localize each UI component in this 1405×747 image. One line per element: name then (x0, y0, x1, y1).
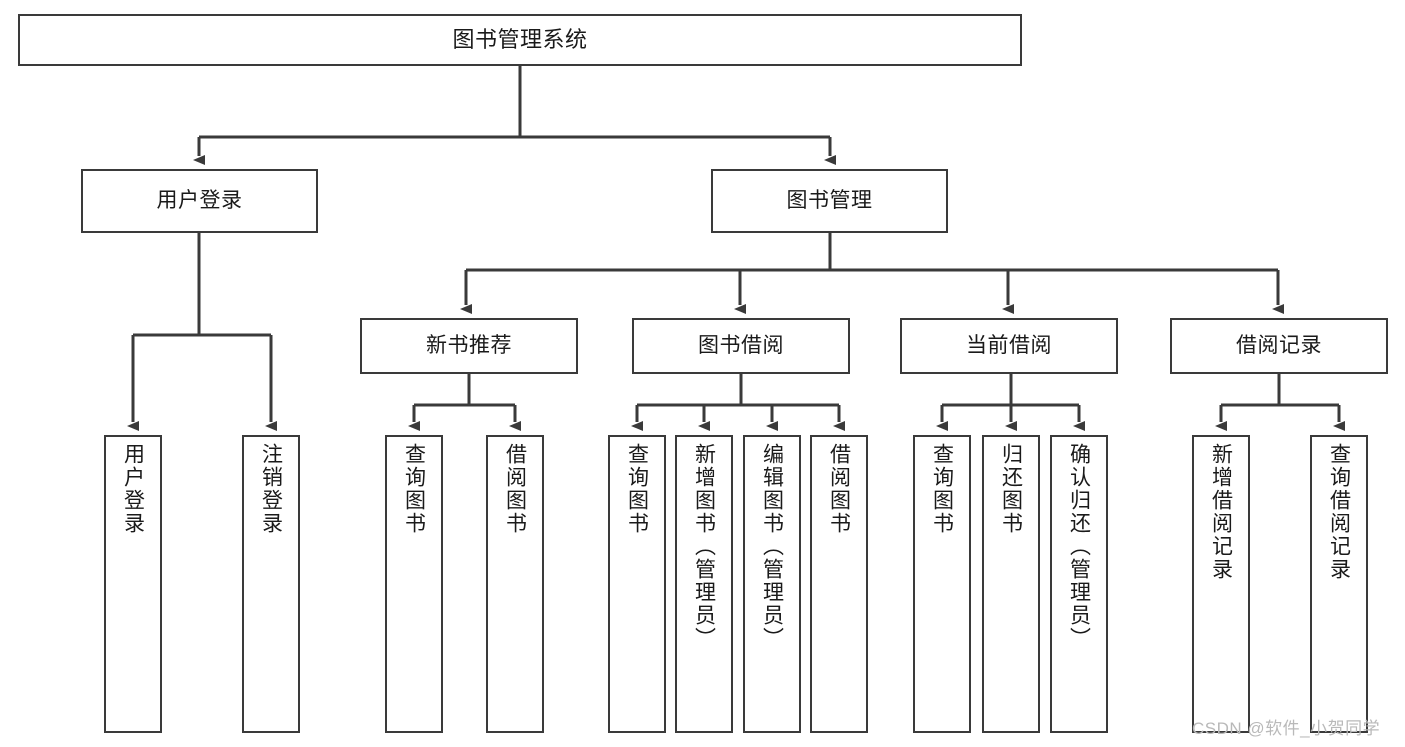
node-leaf-query-book-2[interactable]: 查询图书 (608, 435, 666, 733)
node-user-login-label: 用户登录 (156, 188, 243, 212)
node-book-borrow-label: 图书借阅 (698, 333, 784, 357)
node-current-borrow-label: 当前借阅 (966, 333, 1052, 357)
node-leaf-confirm-return-label: 确认归还（管理员） (1067, 443, 1091, 650)
node-leaf-query-book-2-label: 查询图书 (625, 443, 649, 535)
node-leaf-query-record-label: 查询借阅记录 (1327, 443, 1351, 581)
node-book-manage-label: 图书管理 (786, 188, 873, 212)
node-leaf-borrow-book-1-label: 借阅图书 (503, 443, 527, 535)
node-user-login[interactable]: 用户登录 (81, 169, 318, 233)
node-leaf-borrow-book-1[interactable]: 借阅图书 (486, 435, 544, 733)
node-leaf-user-login[interactable]: 用户登录 (104, 435, 162, 733)
node-leaf-query-book-3[interactable]: 查询图书 (913, 435, 971, 733)
node-leaf-query-book-3-label: 查询图书 (930, 443, 954, 535)
node-leaf-edit-book-label: 编辑图书（管理员） (760, 443, 784, 650)
node-book-manage[interactable]: 图书管理 (711, 169, 948, 233)
node-leaf-add-record[interactable]: 新增借阅记录 (1192, 435, 1250, 733)
node-new-book-recommend-label: 新书推荐 (426, 333, 512, 357)
node-leaf-user-logout[interactable]: 注销登录 (242, 435, 300, 733)
node-leaf-borrow-book-2[interactable]: 借阅图书 (810, 435, 868, 733)
node-leaf-return-book-label: 归还图书 (999, 443, 1023, 535)
node-borrow-record[interactable]: 借阅记录 (1170, 318, 1388, 374)
node-leaf-query-record[interactable]: 查询借阅记录 (1310, 435, 1368, 733)
node-leaf-user-login-label: 用户登录 (121, 443, 145, 535)
node-leaf-add-book[interactable]: 新增图书（管理员） (675, 435, 733, 733)
node-leaf-user-logout-label: 注销登录 (259, 443, 283, 535)
node-leaf-confirm-return[interactable]: 确认归还（管理员） (1050, 435, 1108, 733)
node-leaf-query-book-1-label: 查询图书 (402, 443, 426, 535)
node-leaf-add-record-label: 新增借阅记录 (1209, 443, 1233, 581)
node-root[interactable]: 图书管理系统 (18, 14, 1022, 66)
node-leaf-edit-book[interactable]: 编辑图书（管理员） (743, 435, 801, 733)
node-leaf-add-book-label: 新增图书（管理员） (692, 443, 716, 650)
node-leaf-return-book[interactable]: 归还图书 (982, 435, 1040, 733)
node-new-book-recommend[interactable]: 新书推荐 (360, 318, 578, 374)
node-leaf-borrow-book-2-label: 借阅图书 (827, 443, 851, 535)
node-borrow-record-label: 借阅记录 (1236, 333, 1322, 357)
node-book-borrow[interactable]: 图书借阅 (632, 318, 850, 374)
node-root-label: 图书管理系统 (452, 27, 588, 53)
node-current-borrow[interactable]: 当前借阅 (900, 318, 1118, 374)
node-leaf-query-book-1[interactable]: 查询图书 (385, 435, 443, 733)
